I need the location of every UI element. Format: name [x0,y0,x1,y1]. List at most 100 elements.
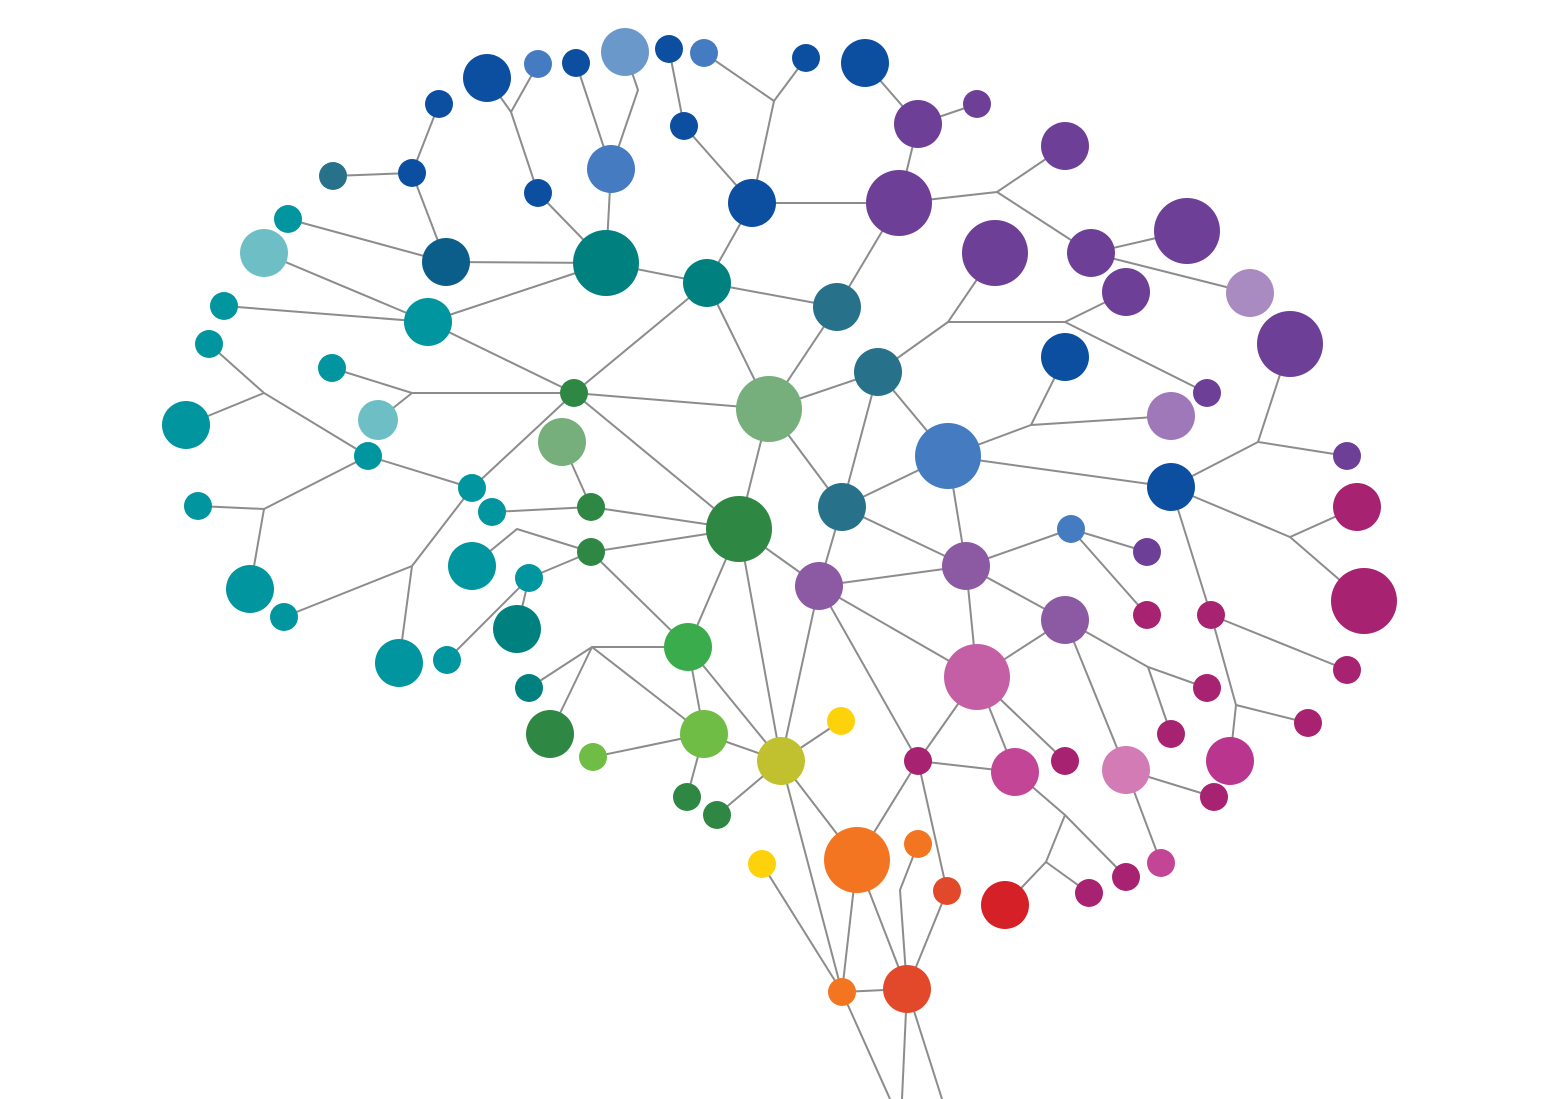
network-node-navy [728,179,776,227]
network-node-green [703,801,731,829]
network-edge [573,282,708,394]
network-node-purple [1333,442,1361,470]
network-node-sage [736,376,802,442]
network-node-navy [1041,333,1089,381]
network-node-darkteal [422,238,470,286]
network-node-cyan [354,442,382,470]
network-edge [946,252,1127,323]
network-node-lightpink [1102,746,1150,794]
network-node-olive [757,737,805,785]
network-edge [841,991,891,1099]
network-node-lightblue [601,28,649,76]
network-node-rose [1147,849,1175,877]
network-node-cyan [162,401,210,449]
network-edge [491,506,592,513]
network-edge [818,585,919,762]
network-node-purple [894,100,942,148]
network-node-cyan [404,298,452,346]
network-edge [573,392,740,530]
network-node-sage [538,418,586,466]
network-node-magenta [1333,483,1381,531]
network-node-teal [515,674,543,702]
network-node-magenta [1112,863,1140,891]
network-node-hotmagenta [1206,737,1254,785]
network-edge [287,218,447,263]
network-node-green [560,379,588,407]
network-node-lavender [1041,596,1089,644]
network-edge [223,305,429,323]
network-node-cyan [195,330,223,358]
network-node-yellow [827,707,855,735]
network-edge [780,760,843,993]
network-node-cyan [226,565,274,613]
network-node-magenta [1331,568,1397,634]
network-node-rose [991,748,1039,796]
network-node-purple [1133,538,1161,566]
network-edge [761,863,843,993]
network-node-blue [690,39,718,67]
network-edge [446,577,530,661]
network-node-magenta [1333,656,1361,684]
network-node-magenta [1193,674,1221,702]
network-node-cyan [433,646,461,674]
network-node-magenta [1200,783,1228,811]
network-node-purple [1041,122,1089,170]
network-node-slate [813,283,861,331]
network-node-navy [792,44,820,72]
network-node-lightcyan [240,229,288,277]
network-node-magenta [904,747,932,775]
network-node-paleviolet [1226,269,1274,317]
network-edge [738,528,782,762]
network-node-magenta [1051,747,1079,775]
network-edge [367,455,473,489]
network-node-purple [866,170,932,236]
network-edge [197,455,369,511]
network-node-lightcyan [358,400,398,440]
network-node-navy [398,159,426,187]
network-node-purple [962,220,1028,286]
network-edge [1170,486,1358,539]
network-node-purple [1257,311,1323,377]
network-node-cyan [210,292,238,320]
network-node-cyan [478,498,506,526]
network-node-lightgreen [680,710,728,758]
network-node-purple [963,90,991,118]
network-node-green [577,538,605,566]
network-node-purple [1193,379,1221,407]
network-node-navy [1147,463,1195,511]
network-edge [687,646,782,762]
network-edge [917,760,948,892]
network-node-purple [1102,268,1150,316]
network-edge [703,52,807,103]
network-edge [1210,614,1309,724]
network-node-green [526,710,574,758]
network-edge [263,252,429,323]
network-node-teal [573,230,639,296]
network-node-lavender [942,542,990,590]
network-node-green [577,493,605,521]
network-node-cyan [375,639,423,687]
network-node-purple [1067,229,1115,277]
network-node-navy [670,112,698,140]
network-edge [1070,528,1148,616]
network-edge [1090,252,1251,294]
network-node-slate [818,483,866,531]
network-node-navy [463,54,511,102]
network-edge [898,843,919,990]
network-node-magenta [1157,720,1185,748]
network-edge [947,455,1172,488]
network-edge [427,321,575,394]
network-node-cyan [515,564,543,592]
nodes-group [162,28,1397,1013]
network-edge [283,487,473,618]
network-edge [1210,614,1348,671]
network-edge [818,565,967,587]
network-node-red [981,881,1029,929]
network-node-cyan [318,354,346,382]
network-node-lavender [795,562,843,610]
network-node-teal [493,605,541,653]
network-node-cyan [270,603,298,631]
network-node-lightgreen [579,743,607,771]
network-node-orange [904,830,932,858]
